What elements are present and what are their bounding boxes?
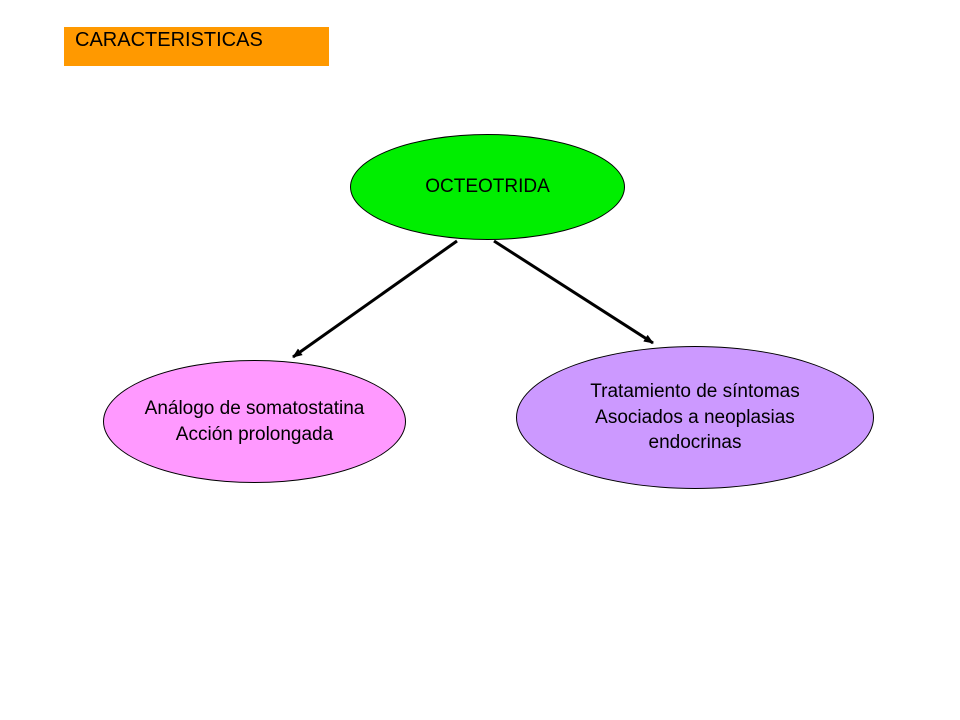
node-octeotrida: OCTEOTRIDA <box>350 134 625 240</box>
node-right-line-2: Asociados a neoplasias <box>595 406 795 428</box>
node-right-line-1: Tratamiento de síntomas <box>590 381 800 403</box>
node-right-line-3: endocrinas <box>648 432 742 454</box>
arrow-center-to-right <box>493 239 654 345</box>
node-left-line-1: Análogo de somatostatina <box>144 397 365 419</box>
node-left-line-2: Acción prolongada <box>175 423 334 445</box>
node-octeotrida-label: OCTEOTRIDA <box>425 176 550 198</box>
node-tratamiento-sintomas: Tratamiento de síntomas Asociados a neop… <box>516 346 874 489</box>
arrow-center-to-left <box>292 239 458 359</box>
node-analogo-somatostatina: Análogo de somatostatina Acción prolonga… <box>103 360 406 483</box>
section-title: CARACTERISTICAS <box>64 27 329 66</box>
